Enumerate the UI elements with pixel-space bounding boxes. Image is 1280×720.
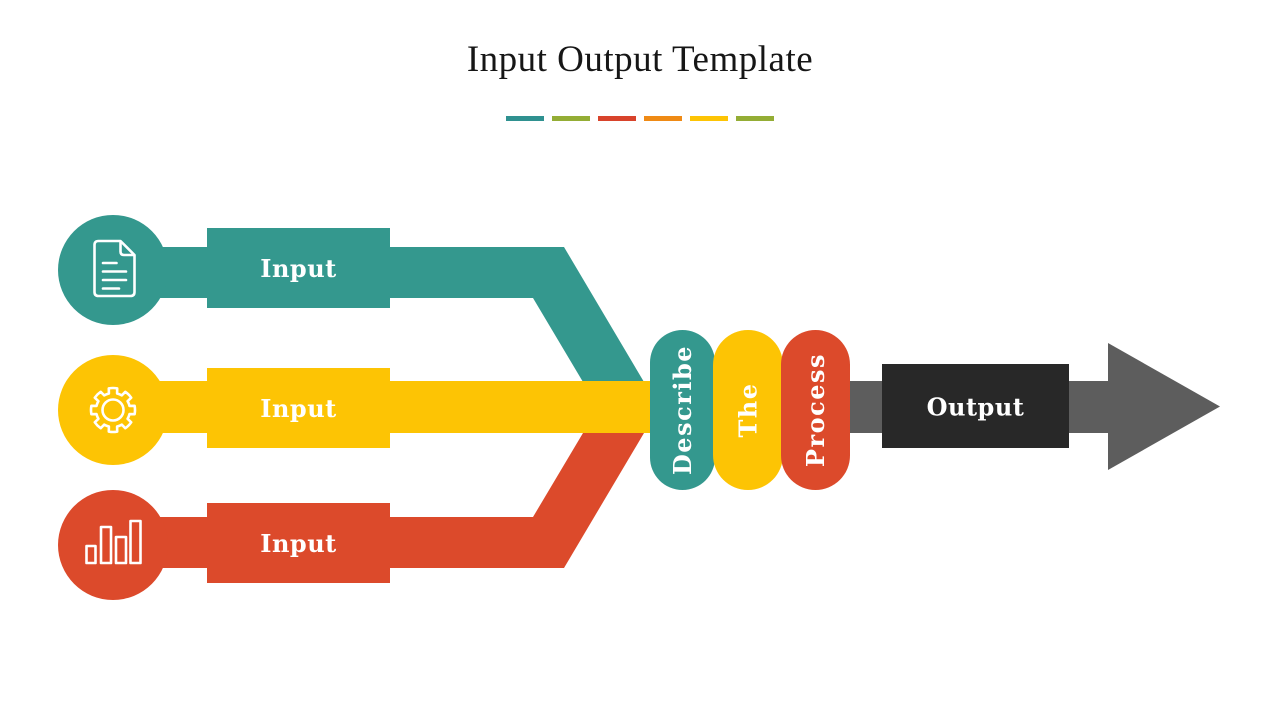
title-divider	[506, 116, 774, 121]
process-pill	[713, 330, 783, 490]
input-label: Input	[260, 529, 337, 558]
page-title: Input Output Template	[466, 39, 814, 80]
divider-dash	[552, 116, 590, 121]
process-pill	[781, 330, 850, 490]
output-label-box	[882, 364, 1069, 448]
icon-circle	[58, 355, 168, 465]
diagonal-connector	[390, 433, 644, 568]
process-steps: Describe The Process	[650, 330, 850, 490]
divider-dash	[690, 116, 728, 121]
icon-circle	[58, 215, 168, 325]
diagonal-connector	[390, 247, 644, 382]
input-branch-chart: Input	[58, 433, 644, 600]
input-label: Input	[260, 394, 337, 423]
bar-chart-icon	[85, 519, 142, 565]
process-pill-label: Describe	[668, 345, 697, 475]
process-pill-label: Process	[801, 353, 830, 467]
process-pill	[650, 330, 715, 490]
divider-dash	[506, 116, 544, 121]
input-branch-document: Input	[58, 215, 644, 382]
input-label: Input	[260, 254, 337, 283]
arrow-head	[1108, 343, 1220, 470]
icon-circle	[58, 490, 168, 600]
input-label-box	[207, 368, 390, 448]
gear-icon	[89, 386, 137, 434]
output-label: Output	[927, 393, 1025, 422]
output-box: Output	[882, 364, 1069, 448]
input-label-box	[207, 503, 390, 583]
divider-dash	[736, 116, 774, 121]
divider-dash	[644, 116, 682, 121]
document-icon	[93, 239, 136, 298]
divider-dash	[598, 116, 636, 121]
process-pill-label: The	[734, 382, 763, 437]
input-label-box	[207, 228, 390, 308]
